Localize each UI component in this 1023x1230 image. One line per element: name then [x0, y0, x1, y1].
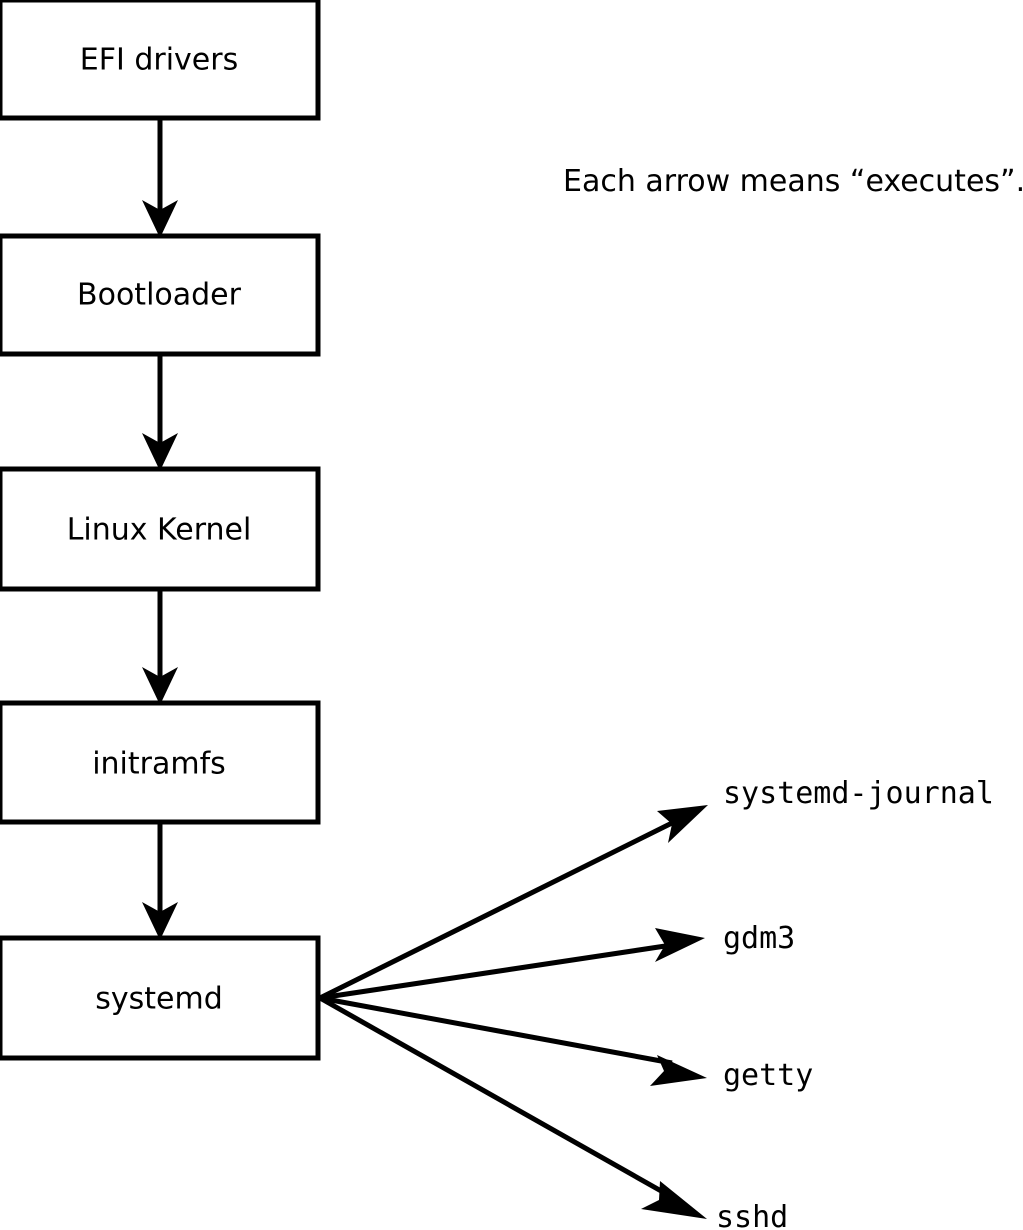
arrow-systemd-to-gdm3: [319, 928, 705, 1001]
node-systemd[interactable]: systemd: [0, 935, 321, 1061]
boot-chain-group: EFI drivers Bootloader Linux Kernel init…: [0, 0, 321, 1061]
arrow-head-icon: [142, 433, 178, 471]
node-systemd-label: systemd: [95, 982, 223, 1017]
arrow-systemd-to-getty: [319, 995, 707, 1086]
node-efi-drivers[interactable]: EFI drivers: [0, 0, 321, 121]
arrow-head-icon: [655, 928, 705, 962]
node-efi-drivers-label: EFI drivers: [80, 43, 238, 78]
fanout-arrows-group: [318, 805, 708, 1219]
node-bootloader-rect: [0, 233, 321, 357]
arrow-initramfs-to-systemd: [142, 822, 178, 940]
arrow-head-icon: [641, 1181, 707, 1219]
arrow-kernel-to-initramfs: [142, 589, 178, 705]
node-bootloader-label: Bootloader: [77, 278, 242, 313]
arrow-efi-to-bootloader: [142, 118, 178, 238]
arrow-head-icon: [650, 1055, 707, 1086]
arrow-bootloader-to-kernel: [142, 354, 178, 471]
node-linux-kernel-label: Linux Kernel: [67, 513, 252, 548]
arrow-systemd-to-systemd-journal: [318, 805, 708, 1001]
node-initramfs[interactable]: initramfs: [0, 700, 321, 825]
label-sshd: sshd: [716, 1200, 788, 1230]
node-initramfs-label: initramfs: [92, 747, 226, 782]
arrow-head-icon: [142, 902, 178, 940]
label-gdm3: gdm3: [723, 921, 795, 956]
arrow-systemd-to-sshd: [318, 995, 707, 1219]
label-systemd-journal: systemd-journal: [723, 776, 994, 811]
fanout-labels-group: systemd-journal gdm3 getty sshd: [716, 776, 994, 1230]
node-efi-drivers-rect: [0, 0, 321, 121]
arrow-head-icon: [142, 200, 178, 238]
flow-arrows-group: [142, 118, 178, 940]
arrow-head-icon: [142, 667, 178, 705]
diagram-caption: Each arrow means “executes”.: [563, 164, 1023, 199]
label-getty: getty: [723, 1058, 813, 1093]
node-bootloader[interactable]: Bootloader: [0, 233, 321, 357]
arrow-head-icon: [657, 805, 708, 843]
node-linux-kernel[interactable]: Linux Kernel: [0, 466, 321, 592]
node-systemd-rect: [0, 935, 321, 1061]
